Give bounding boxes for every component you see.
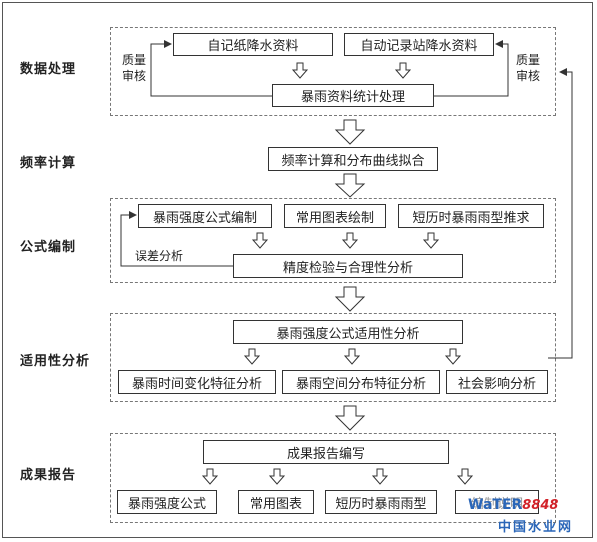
qc-note-left-line2: 审核 <box>121 69 146 83</box>
box-report-writing: 成果报告编写 <box>203 440 449 464</box>
box-spatial-distribution: 暴雨空间分布特征分析 <box>282 370 440 394</box>
box-short-pattern: 短历时暴雨雨型推求 <box>398 204 544 228</box>
qc-note-right: 质量 审核 <box>513 52 543 84</box>
box-self-record: 自记纸降水资料 <box>173 33 333 56</box>
box-out-pattern: 短历时暴雨雨型 <box>325 490 437 514</box>
stage-box-report <box>110 433 556 523</box>
box-social-impact: 社会影响分析 <box>446 370 548 394</box>
watermark-number: 8848 <box>522 498 559 513</box>
stage-label-report: 成果报告 <box>20 468 77 483</box>
qc-note-right-line1: 质量 <box>515 53 540 67</box>
box-out-fourth: 编制说明 <box>455 490 539 514</box>
box-auto-station: 自动记录站降水资料 <box>344 33 494 56</box>
qc-note-left: 质量 审核 <box>119 52 149 84</box>
outer-frame <box>2 2 593 538</box>
box-precision-check: 精度检验与合理性分析 <box>233 254 463 278</box>
watermark-site: 中国水业网 <box>498 520 574 535</box>
box-common-charts: 常用图表绘制 <box>284 204 386 228</box>
box-out-formula: 暴雨强度公式 <box>117 490 217 514</box>
box-applicability-analysis: 暴雨强度公式适用性分析 <box>233 320 463 344</box>
box-temporal-variation: 暴雨时间变化特征分析 <box>118 370 276 394</box>
error-analysis-note: 误差分析 <box>135 249 184 263</box>
box-out-charts: 常用图表 <box>238 490 314 514</box>
watermark-brand: WaTER <box>468 497 523 513</box>
stage-label-formula: 公式编制 <box>20 240 77 255</box>
stage-label-applicability: 适用性分析 <box>20 354 91 369</box>
stage-label-frequency: 频率计算 <box>20 156 77 171</box>
stage-label-data-processing: 数据处理 <box>20 62 77 77</box>
qc-note-right-line2: 审核 <box>515 69 540 83</box>
box-statistics: 暴雨资料统计处理 <box>272 84 434 107</box>
box-intensity-formula: 暴雨强度公式编制 <box>138 204 272 228</box>
box-freq-fit: 频率计算和分布曲线拟合 <box>268 147 438 171</box>
watermark-logo: WaTER8848 <box>468 494 558 513</box>
qc-note-left-line1: 质量 <box>121 53 146 67</box>
